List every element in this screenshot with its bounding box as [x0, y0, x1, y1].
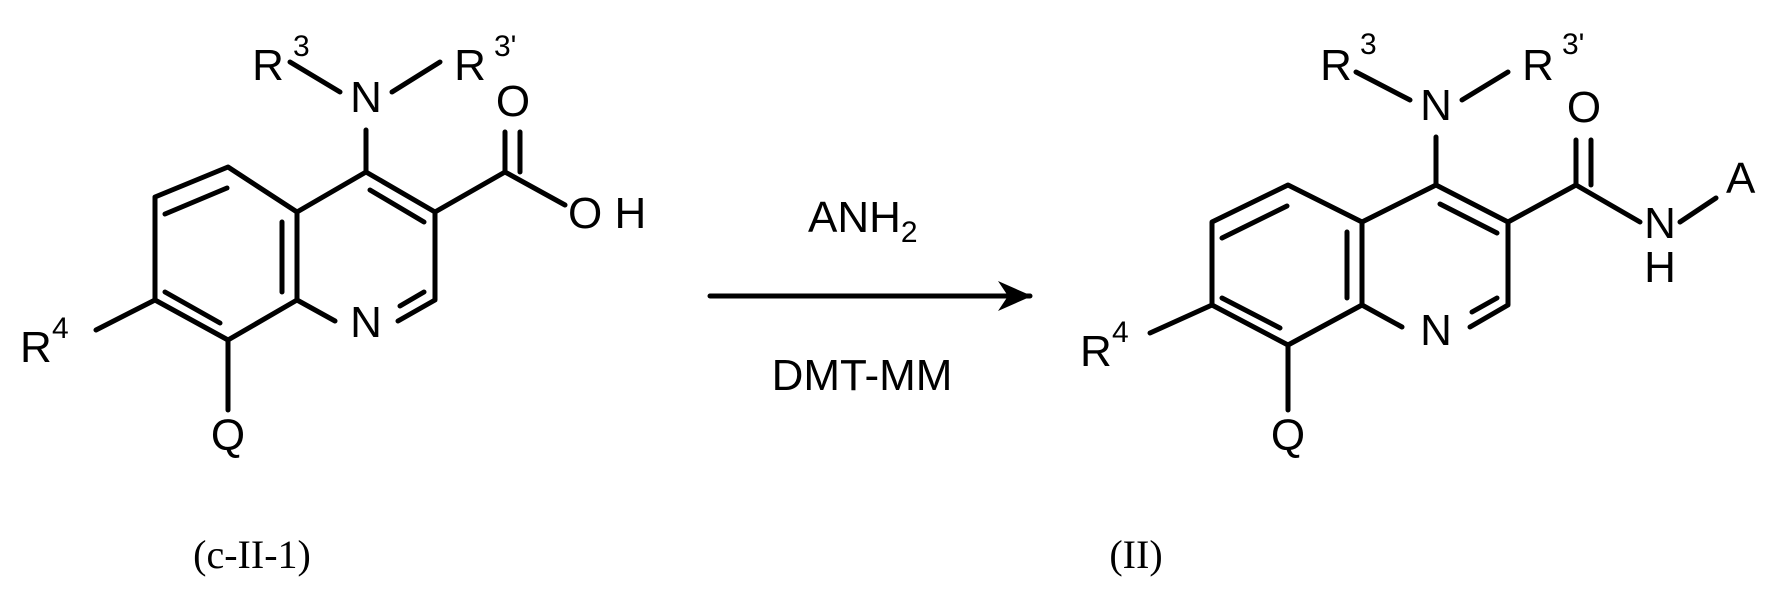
product-r3-prime: R	[1522, 41, 1554, 90]
product-amine-n: N	[1420, 81, 1452, 130]
product-carbonyl-o: O	[1567, 83, 1601, 132]
reactant-r3-prime: R	[454, 41, 486, 90]
product-amide-n: N	[1644, 199, 1676, 248]
reactant-r3-superscript: 3	[293, 30, 310, 63]
reactant-q: Q	[211, 411, 245, 460]
product-amide-h: H	[1644, 243, 1676, 292]
reactant-r4-superscript: 4	[52, 312, 69, 345]
product-r4-bond	[1150, 305, 1212, 333]
reactant-carbonyl-o: O	[496, 77, 530, 126]
reactant-r4: R	[20, 323, 52, 372]
reactant-structure	[96, 62, 565, 410]
product-label: (II)	[1109, 532, 1162, 577]
reactant-benzo-ring-bonds	[155, 167, 297, 340]
reactant-r3-prime-superscript: 3'	[494, 30, 516, 63]
reagent-above: ANH2	[808, 193, 918, 249]
reactant-ring-n: N	[350, 298, 382, 347]
product-r3: R	[1320, 41, 1352, 90]
product-r3-prime-superscript: 3'	[1562, 28, 1584, 61]
product-r4-superscript: 4	[1112, 316, 1129, 349]
reactant-r4-bond	[96, 300, 155, 330]
reagent-below: DMT-MM	[772, 351, 953, 400]
reactant-label: (c-II-1)	[193, 532, 311, 577]
reagent-anh: ANH	[808, 193, 901, 242]
reactant-benzo-inner-bonds	[165, 188, 282, 323]
reactant-pyridine-inner-bonds	[370, 190, 424, 306]
product-ring-n: N	[1420, 306, 1452, 355]
product-amide-bonds	[1508, 140, 1716, 222]
product-benzo-inner-bonds	[1222, 206, 1347, 328]
reactant-r3: R	[252, 41, 284, 90]
reactant-amine-n: N	[350, 73, 382, 122]
product-benzo-ring-bonds	[1212, 185, 1362, 345]
product-r3-superscript: 3	[1360, 28, 1377, 61]
product-a-group: A	[1726, 154, 1756, 203]
product-q: Q	[1271, 411, 1305, 460]
reactant-carboxyl-bonds	[435, 132, 565, 212]
product-pyridine-inner-bonds	[1440, 204, 1497, 312]
product-r4: R	[1080, 327, 1112, 376]
reactant-hydroxyl: O H	[568, 189, 646, 238]
reagent-subscript: 2	[901, 216, 918, 249]
reaction-arrow	[710, 281, 1032, 311]
